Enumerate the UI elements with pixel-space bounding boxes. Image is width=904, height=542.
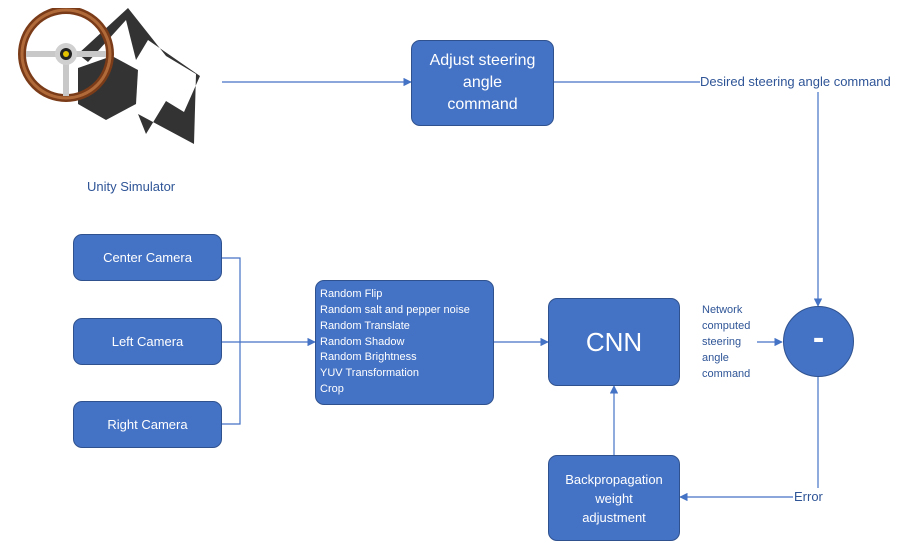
- augmentation-item: Random Brightness: [320, 351, 417, 364]
- error-label: Error: [794, 489, 823, 504]
- network-label-line-5: command: [702, 368, 751, 380]
- augmentation-item: Random Shadow: [320, 335, 405, 348]
- unity-simulator-caption: Unity Simulator: [87, 179, 176, 194]
- backprop-box: Backpropagation weight adjustment: [548, 455, 680, 541]
- backprop-line-2: weight: [595, 490, 633, 506]
- cnn-label: CNN: [585, 326, 643, 357]
- adjust-steering-line-1: Adjust steering: [429, 52, 536, 69]
- augmentation-item: Random Translate: [320, 319, 410, 332]
- camera-bracket: [222, 257, 241, 425]
- network-label-line-2: computed: [702, 320, 751, 332]
- cnn-box: CNN: [548, 298, 680, 386]
- augmentation-item: YUV Transformation: [320, 367, 420, 380]
- right-camera-box: Right Camera: [73, 401, 222, 448]
- center-camera-box: Center Camera: [73, 234, 222, 281]
- right-camera-label: Right Camera: [107, 417, 188, 432]
- adjust-steering-line-2: angle: [462, 74, 503, 91]
- backprop-line-1: Backpropagation: [565, 471, 663, 487]
- network-computed-label: Network computed steering angle command: [702, 302, 750, 382]
- center-camera-label: Center Camera: [103, 250, 192, 265]
- minus-circle: -: [783, 306, 854, 377]
- network-label-line-4: angle: [702, 352, 729, 364]
- minus-sign: -: [812, 319, 825, 357]
- network-label-line-3: steering: [702, 336, 742, 348]
- left-camera-box: Left Camera: [73, 318, 222, 365]
- adjust-steering-line-3: command: [447, 96, 518, 113]
- desired-steering-label: Desired steering angle command: [700, 74, 891, 89]
- adjust-steering-box: Adjust steering angle command: [411, 40, 554, 126]
- network-label-line-1: Network: [702, 304, 743, 316]
- unity-steering-wheel-icon: [18, 8, 200, 144]
- left-camera-label: Left Camera: [111, 334, 184, 349]
- augmentation-item: Random salt and pepper noise: [320, 303, 470, 316]
- augmentation-item: Crop: [320, 383, 344, 396]
- backprop-line-3: adjustment: [582, 509, 646, 525]
- augmentation-box: Random Flip Random salt and pepper noise…: [315, 280, 494, 405]
- augmentation-item: Random Flip: [320, 287, 383, 300]
